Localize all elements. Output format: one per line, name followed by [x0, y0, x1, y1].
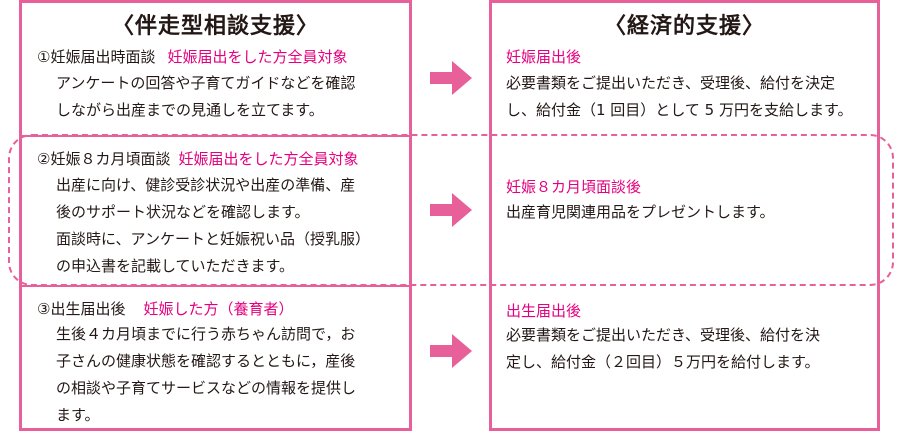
row-2-body-line: 後のサポート状況などを確認します。 [56, 203, 310, 221]
row-1-step: ①妊娠届出時面談 [37, 48, 156, 66]
row-2-support-line: 出産育児関連用品をプレゼントします。 [506, 203, 775, 221]
row-2-body-line: の申込書を記載していただきます。 [56, 257, 295, 275]
row-3-support-line: 定し、給付金（２回目）５万円を給付します。 [506, 353, 820, 371]
row-3-support-heading: 出生届出後 [506, 302, 582, 320]
row-2-body-line: 面談時に、アンケートと妊娠祝い品（授乳服） [56, 230, 370, 248]
row-3-target: 妊娠した方（養育者） [143, 300, 294, 318]
row-divider [19, 285, 412, 287]
row-3-step: ③出生届出後 [37, 300, 126, 318]
row-2-support-body: 出産育児関連用品をプレゼントします。 [506, 199, 775, 226]
row-3-body-line: の相談や子育てサービスなどの情報を提供し [56, 379, 357, 397]
dashed-highlight-band [8, 134, 894, 286]
right-arrow-icon [430, 193, 472, 227]
right-arrow-icon [430, 61, 472, 95]
row-1-support-line: し、給付金（1 回目）として 5 万円を支給します。 [506, 101, 853, 119]
row-1-body: アンケートの回答や子育てガイドなどを確認 しながら出産までの見通しを立てます。 [56, 70, 355, 124]
row-1-target: 妊娠届出をした方全員対象 [167, 48, 348, 66]
row-1-support-body: 必要書類をご提出いただき、受理後、給付を決定 し、給付金（1 回目）として 5 … [506, 70, 852, 124]
row-2-body: 出産に向け、健診受診状況や出産の準備、産 後のサポート状況などを確認します。 面… [56, 172, 370, 280]
row-1-support-line: 必要書類をご提出いただき、受理後、給付を決定 [506, 74, 835, 92]
row-3-support-line: 必要書類をご提出いただき、受理後、給付を決 [506, 326, 820, 344]
row-2-heading: ②妊娠８カ月頃面談妊娠届出をした方全員対象 [37, 148, 358, 169]
right-arrow-icon [430, 334, 472, 368]
row-1-body-line: しながら出産までの見通しを立てます。 [56, 101, 324, 119]
counseling-support-title: 〈伴走型相談支援〉 [111, 14, 319, 39]
row-3-support-body: 必要書類をご提出いただき、受理後、給付を決 定し、給付金（２回目）５万円を給付し… [506, 322, 820, 376]
row-3-body-line: 生後４カ月頃までに行う赤ちゃん訪問で，お [56, 325, 356, 343]
row-1-body-line: アンケートの回答や子育てガイドなどを確認 [56, 74, 356, 92]
row-3-body-line: 子さんの健康状態を確認するとともに，産後 [56, 352, 356, 370]
row-2-target: 妊娠届出をした方全員対象 [178, 150, 359, 168]
row-1-support-heading: 妊娠届出後 [506, 48, 582, 66]
row-2-step: ②妊娠８カ月頃面談 [37, 150, 171, 168]
row-3-heading: ③出生届出後妊娠した方（養育者） [37, 298, 293, 319]
row-2-support-heading: 妊娠８カ月頃面談後 [506, 178, 642, 196]
economic-support-title: 〈経済的支援〉 [603, 14, 765, 39]
row-1-heading: ①妊娠届出時面談妊娠届出をした方全員対象 [37, 46, 347, 67]
row-3-body-line: ます。 [56, 406, 100, 424]
counseling-support-panel [19, 0, 412, 431]
row-3-body: 生後４カ月頃までに行う赤ちゃん訪問で，お 子さんの健康状態を確認するとともに，産… [56, 321, 356, 429]
row-2-body-line: 出産に向け、健診受診状況や出産の準備、産 [56, 176, 356, 194]
economic-support-panel [489, 0, 880, 431]
row-divider [19, 135, 412, 137]
